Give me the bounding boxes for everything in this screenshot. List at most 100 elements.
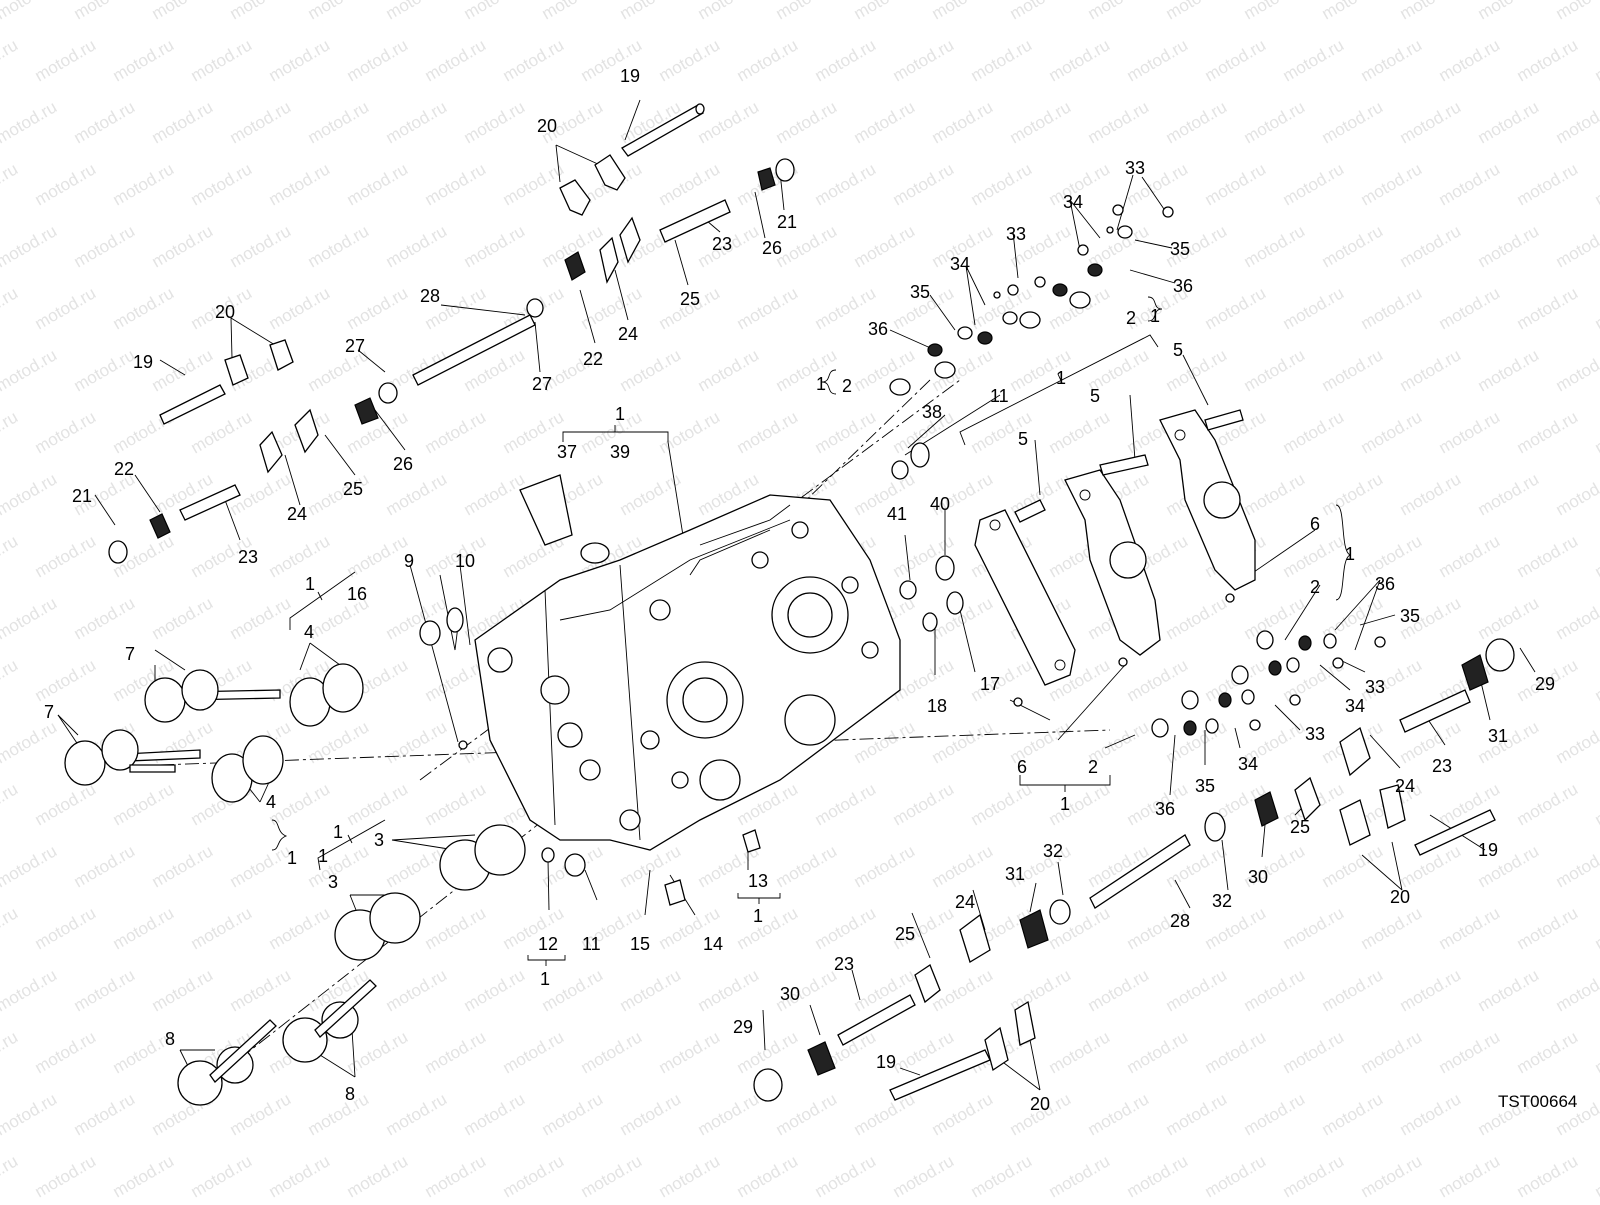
watermark-text: motod.ru <box>851 221 919 271</box>
watermark-text: motod.ru <box>1475 345 1543 395</box>
callout-label: 2 <box>1310 577 1320 597</box>
watermark-text: motod.ru <box>1319 0 1387 23</box>
watermark-text: motod.ru <box>1319 841 1387 891</box>
watermark-text: motod.ru <box>383 221 451 271</box>
watermark-text: motod.ru <box>0 1089 60 1139</box>
watermark-text: motod.ru <box>734 35 802 85</box>
callout-label: 25 <box>1290 817 1310 837</box>
watermark-text: motod.ru <box>0 345 60 395</box>
callout-label: 1 <box>1345 544 1355 564</box>
watermark-text: motod.ru <box>1514 1027 1582 1077</box>
watermark-text: motod.ru <box>344 779 412 829</box>
callout-label: 23 <box>1432 756 1452 776</box>
callout-label: 28 <box>420 286 440 306</box>
watermark-text: motod.ru <box>1514 1151 1582 1200</box>
watermark-text: motod.ru <box>968 159 1036 209</box>
callout-label: 27 <box>345 336 365 356</box>
watermark-text: motod.ru <box>305 1089 373 1139</box>
watermark-text: motod.ru <box>1280 407 1348 457</box>
callout-label: 21 <box>72 486 92 506</box>
watermark-text: motod.ru <box>695 97 763 147</box>
watermark-text: motod.ru <box>1202 159 1270 209</box>
callout-label: 11 <box>582 934 601 954</box>
watermark-text: motod.ru <box>695 0 763 23</box>
watermark-text: motod.ru <box>1553 841 1600 891</box>
watermark-text: motod.ru <box>1202 283 1270 333</box>
watermark-text: motod.ru <box>1397 1089 1465 1139</box>
watermark-text: motod.ru <box>1358 35 1426 85</box>
watermark-text: motod.ru <box>1397 97 1465 147</box>
watermark-text: motod.ru <box>1475 97 1543 147</box>
callout-label: 23 <box>712 234 732 254</box>
callout-label: 1 <box>318 846 328 866</box>
callout-label: 32 <box>1043 841 1063 861</box>
watermark-text: motod.ru <box>383 469 451 519</box>
watermark-text: motod.ru <box>1202 1027 1270 1077</box>
callout-label: 7 <box>125 644 135 664</box>
watermark-text: motod.ru <box>1046 407 1114 457</box>
watermark-text: motod.ru <box>71 97 139 147</box>
watermark-text: motod.ru <box>1280 159 1348 209</box>
watermark-text: motod.ru <box>266 903 334 953</box>
watermark-text: motod.ru <box>188 35 256 85</box>
callout-label: 31 <box>1005 864 1025 884</box>
watermark-text: motod.ru <box>500 1151 568 1200</box>
watermark-text: motod.ru <box>1397 0 1465 23</box>
watermark-text: motod.ru <box>1280 1151 1348 1200</box>
callout-label: 11 <box>990 386 1009 406</box>
watermark-text: motod.ru <box>149 841 217 891</box>
callout-label: 8 <box>165 1029 175 1049</box>
callout-label: 41 <box>887 504 907 524</box>
watermark-text: motod.ru <box>1514 283 1582 333</box>
drawing-code: TST00664 <box>1498 1092 1577 1111</box>
watermark-text: motod.ru <box>1007 965 1075 1015</box>
watermark-text: motod.ru <box>851 97 919 147</box>
watermark-text: motod.ru <box>695 965 763 1015</box>
watermark-text: motod.ru <box>110 779 178 829</box>
watermark-text: motod.ru <box>1397 469 1465 519</box>
watermark-text: motod.ru <box>1124 1151 1192 1200</box>
watermark-text: motod.ru <box>1553 469 1600 519</box>
watermark-text: motod.ru <box>578 1151 646 1200</box>
callout-label: 7 <box>44 702 54 722</box>
callout-label: 9 <box>404 551 414 571</box>
watermark-text: motod.ru <box>227 593 295 643</box>
callout-label: 20 <box>215 302 235 322</box>
callout-label: 8 <box>345 1084 355 1104</box>
callout-label: 21 <box>777 212 797 232</box>
watermark-text: motod.ru <box>32 1027 100 1077</box>
watermark-text: motod.ru <box>305 221 373 271</box>
watermark-text: motod.ru <box>71 221 139 271</box>
watermark-text: motod.ru <box>1319 965 1387 1015</box>
watermark-text: motod.ru <box>461 469 529 519</box>
callout-label: 33 <box>1305 724 1325 744</box>
callout-label: 1 <box>615 404 625 424</box>
callout-label: 25 <box>343 479 363 499</box>
watermark-text: motod.ru <box>1085 0 1153 23</box>
watermark-text: motod.ru <box>1358 407 1426 457</box>
watermark-text: motod.ru <box>1553 0 1600 23</box>
watermark-text: motod.ru <box>851 841 919 891</box>
watermark-text: motod.ru <box>1358 283 1426 333</box>
watermark-text: motod.ru <box>149 965 217 1015</box>
watermark-text: motod.ru <box>0 655 21 705</box>
watermark-text: motod.ru <box>0 469 60 519</box>
watermark-text: motod.ru <box>149 221 217 271</box>
callout-label: 1 <box>333 822 343 842</box>
watermark-text: motod.ru <box>149 593 217 643</box>
watermark-text: motod.ru <box>0 283 21 333</box>
watermark-text: motod.ru <box>1553 593 1600 643</box>
watermark-text: motod.ru <box>32 655 100 705</box>
watermark-text: motod.ru <box>344 159 412 209</box>
callout-label: 35 <box>1170 239 1190 259</box>
watermark-text: motod.ru <box>32 407 100 457</box>
watermark-text: motod.ru <box>0 407 21 457</box>
watermark-text: motod.ru <box>461 1089 529 1139</box>
callout-label: 5 <box>1090 386 1100 406</box>
watermark-text: motod.ru <box>32 779 100 829</box>
watermark-text: motod.ru <box>734 903 802 953</box>
watermark-text: motod.ru <box>929 1089 997 1139</box>
callout-label: 35 <box>1195 776 1215 796</box>
watermark-text: motod.ru <box>1163 593 1231 643</box>
watermark-text: motod.ru <box>32 1151 100 1200</box>
